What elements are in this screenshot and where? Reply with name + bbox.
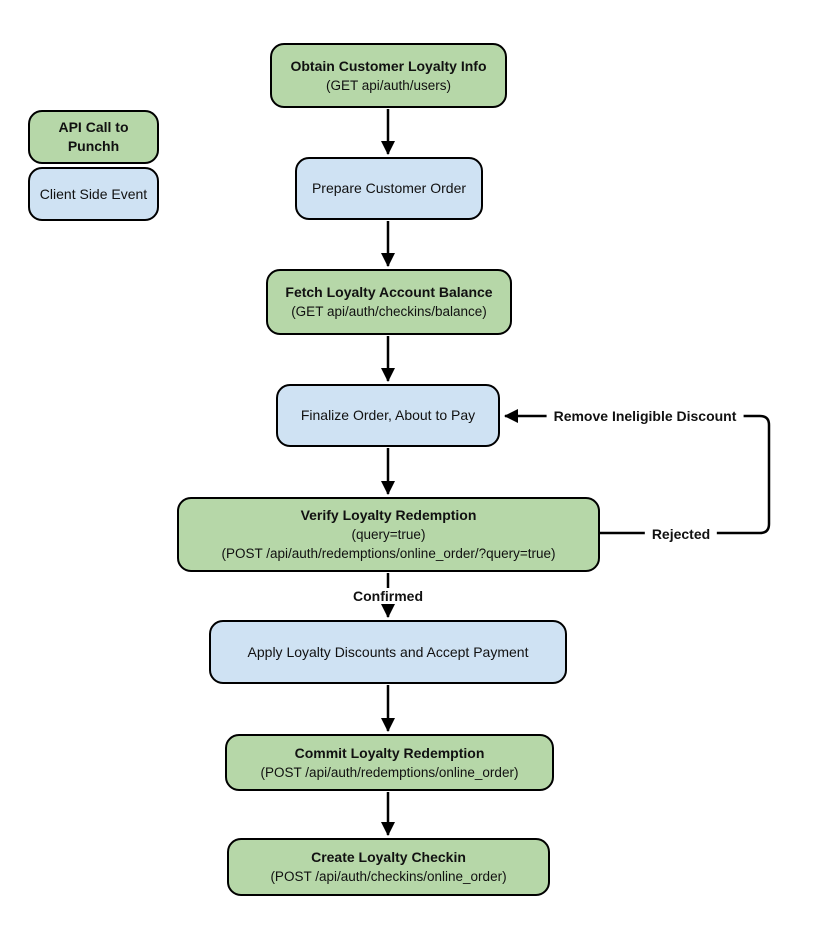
node-commit-loyalty-redemption: Commit Loyalty Redemption (POST /api/aut… (225, 734, 554, 791)
edge-label-confirmed: Confirmed (346, 588, 430, 604)
legend-api-call-label: API Call to Punchh (58, 119, 129, 154)
node-title: Fetch Loyalty Account Balance (285, 284, 493, 300)
node-subtitle: (POST /api/auth/redemptions/online_order… (260, 764, 519, 780)
node-title: Obtain Customer Loyalty Info (290, 57, 487, 74)
node-fetch-loyalty-account-balance: Fetch Loyalty Account Balance (GET api/a… (266, 269, 512, 335)
node-subtitle: (POST /api/auth/checkins/online_order) (270, 869, 507, 884)
edge-label-rejected: Rejected (644, 526, 718, 542)
node-obtain-customer-loyalty-info: Obtain Customer Loyalty Info (GET api/au… (270, 43, 507, 108)
arrow-rejected-loop (504, 409, 771, 535)
node-title: Verify Loyalty Redemption (300, 507, 477, 523)
legend-client-side-event-label: Client Side Event (39, 185, 148, 202)
node-title: Apply Loyalty Discounts and Accept Payme… (247, 643, 529, 660)
node-subtitle: (GET api/auth/users) (325, 77, 452, 93)
node-subtitle: (GET api/auth/checkins/balance) (291, 304, 487, 319)
node-verify-loyalty-redemption: Verify Loyalty Redemption (query=true) (… (177, 497, 600, 572)
node-subtitle-2: (POST /api/auth/redemptions/online_order… (221, 546, 556, 561)
node-title: Prepare Customer Order (311, 180, 467, 196)
node-title: Commit Loyalty Redemption (294, 744, 485, 761)
node-title: Create Loyalty Checkin (311, 849, 466, 865)
node-create-loyalty-checkin: Create Loyalty Checkin (POST /api/auth/c… (227, 838, 550, 896)
node-prepare-customer-order: Prepare Customer Order (295, 157, 483, 220)
node-finalize-order-about-to-pay: Finalize Order, About to Pay (276, 384, 500, 447)
legend-api-call: API Call to Punchh (28, 110, 159, 164)
node-title: Finalize Order, About to Pay (300, 407, 476, 423)
node-subtitle: (query=true) (351, 527, 426, 542)
edge-label-remove-ineligible-discount: Remove Ineligible Discount (546, 408, 744, 424)
node-apply-loyalty-discounts-accept-payment: Apply Loyalty Discounts and Accept Payme… (209, 620, 567, 684)
legend-client-side-event: Client Side Event (28, 167, 159, 221)
